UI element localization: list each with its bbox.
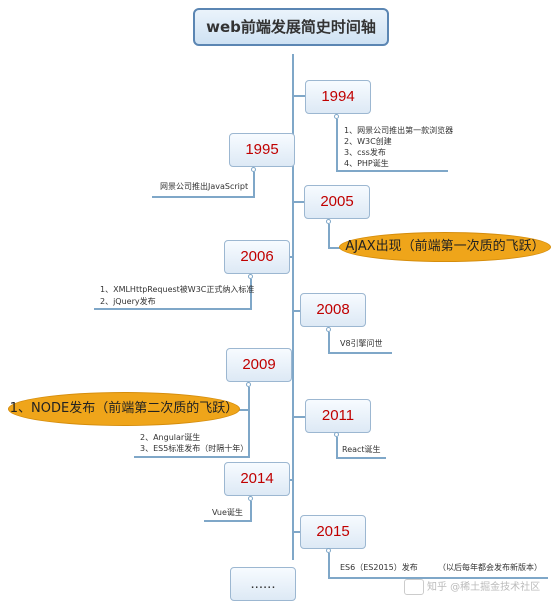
note-2009-3: 3、ES5标准发布（时隔十年） — [140, 444, 249, 453]
year-box-2005: 2005 — [304, 185, 370, 219]
connector-dot — [251, 167, 256, 172]
year-box-2014: 2014 — [224, 462, 290, 496]
connector-line — [238, 409, 248, 411]
note-1994-1: 1、网景公司推出第一款浏览器 — [344, 126, 454, 135]
year-box-more: ...... — [230, 567, 296, 601]
note-1994-2: 2、W3C创建 — [344, 137, 392, 146]
connector-line — [328, 224, 330, 248]
connector-line — [250, 279, 252, 308]
note-underline — [152, 196, 255, 198]
connector-dot — [248, 274, 253, 279]
connector-line — [328, 247, 340, 249]
note-2008: V8引擎问世 — [340, 339, 383, 348]
note-2015: ES6（ES2015）发布 （以后每年都会发布新版本） — [340, 563, 543, 572]
connector-line — [328, 553, 330, 577]
connector-dot — [248, 496, 253, 501]
year-box-2009: 2009 — [226, 348, 292, 382]
branch-2005 — [294, 201, 306, 203]
note-underline — [328, 352, 392, 354]
connector-line — [253, 172, 255, 196]
connector-line — [250, 501, 252, 520]
connector-line — [336, 437, 338, 457]
year-box-2011: 2011 — [305, 399, 371, 433]
note-1994-3: 3、css发布 — [344, 148, 386, 157]
note-2006-2: 2、jQuery发布 — [100, 297, 156, 306]
timeline-spine — [292, 54, 294, 560]
year-box-2008: 2008 — [300, 293, 366, 327]
branch-2011 — [294, 416, 306, 418]
highlight-node: 1、NODE发布（前端第二次质的飞跃） — [8, 392, 240, 426]
year-box-1995: 1995 — [229, 133, 295, 167]
zhihu-logo-icon — [404, 579, 424, 595]
note-underline — [336, 170, 448, 172]
branch-1994 — [294, 95, 306, 97]
note-1994-4: 4、PHP诞生 — [344, 159, 389, 168]
year-box-2006: 2006 — [224, 240, 290, 274]
connector-line — [328, 332, 330, 352]
note-underline — [134, 456, 250, 458]
diagram-title: web前端发展简史时间轴 — [193, 8, 389, 46]
highlight-ajax: AJAX出现（前端第一次质的飞跃） — [339, 232, 551, 262]
note-underline — [336, 457, 386, 459]
year-box-2015: 2015 — [300, 515, 366, 549]
connector-line — [248, 387, 250, 457]
connector-dot — [334, 114, 339, 119]
note-underline — [328, 577, 548, 579]
connector-dot — [246, 382, 251, 387]
note-underline — [94, 308, 252, 310]
note-2009-2: 2、Angular诞生 — [140, 433, 201, 442]
watermark-text: 知乎 @稀土掘金技术社区 — [427, 582, 541, 593]
year-box-1994: 1994 — [305, 80, 371, 114]
connector-dot — [326, 548, 331, 553]
note-2014: Vue诞生 — [212, 508, 243, 517]
watermark: 知乎 @稀土掘金技术社区 — [404, 578, 540, 595]
note-1995: 网景公司推出JavaScript — [160, 182, 249, 191]
connector-dot — [334, 432, 339, 437]
connector-dot — [326, 219, 331, 224]
note-2006-1: 1、XMLHttpRequest被W3C正式纳入标准 — [100, 285, 255, 294]
connector-dot — [326, 327, 331, 332]
connector-line — [336, 119, 338, 170]
note-underline — [204, 520, 252, 522]
note-2011: React诞生 — [342, 445, 381, 454]
